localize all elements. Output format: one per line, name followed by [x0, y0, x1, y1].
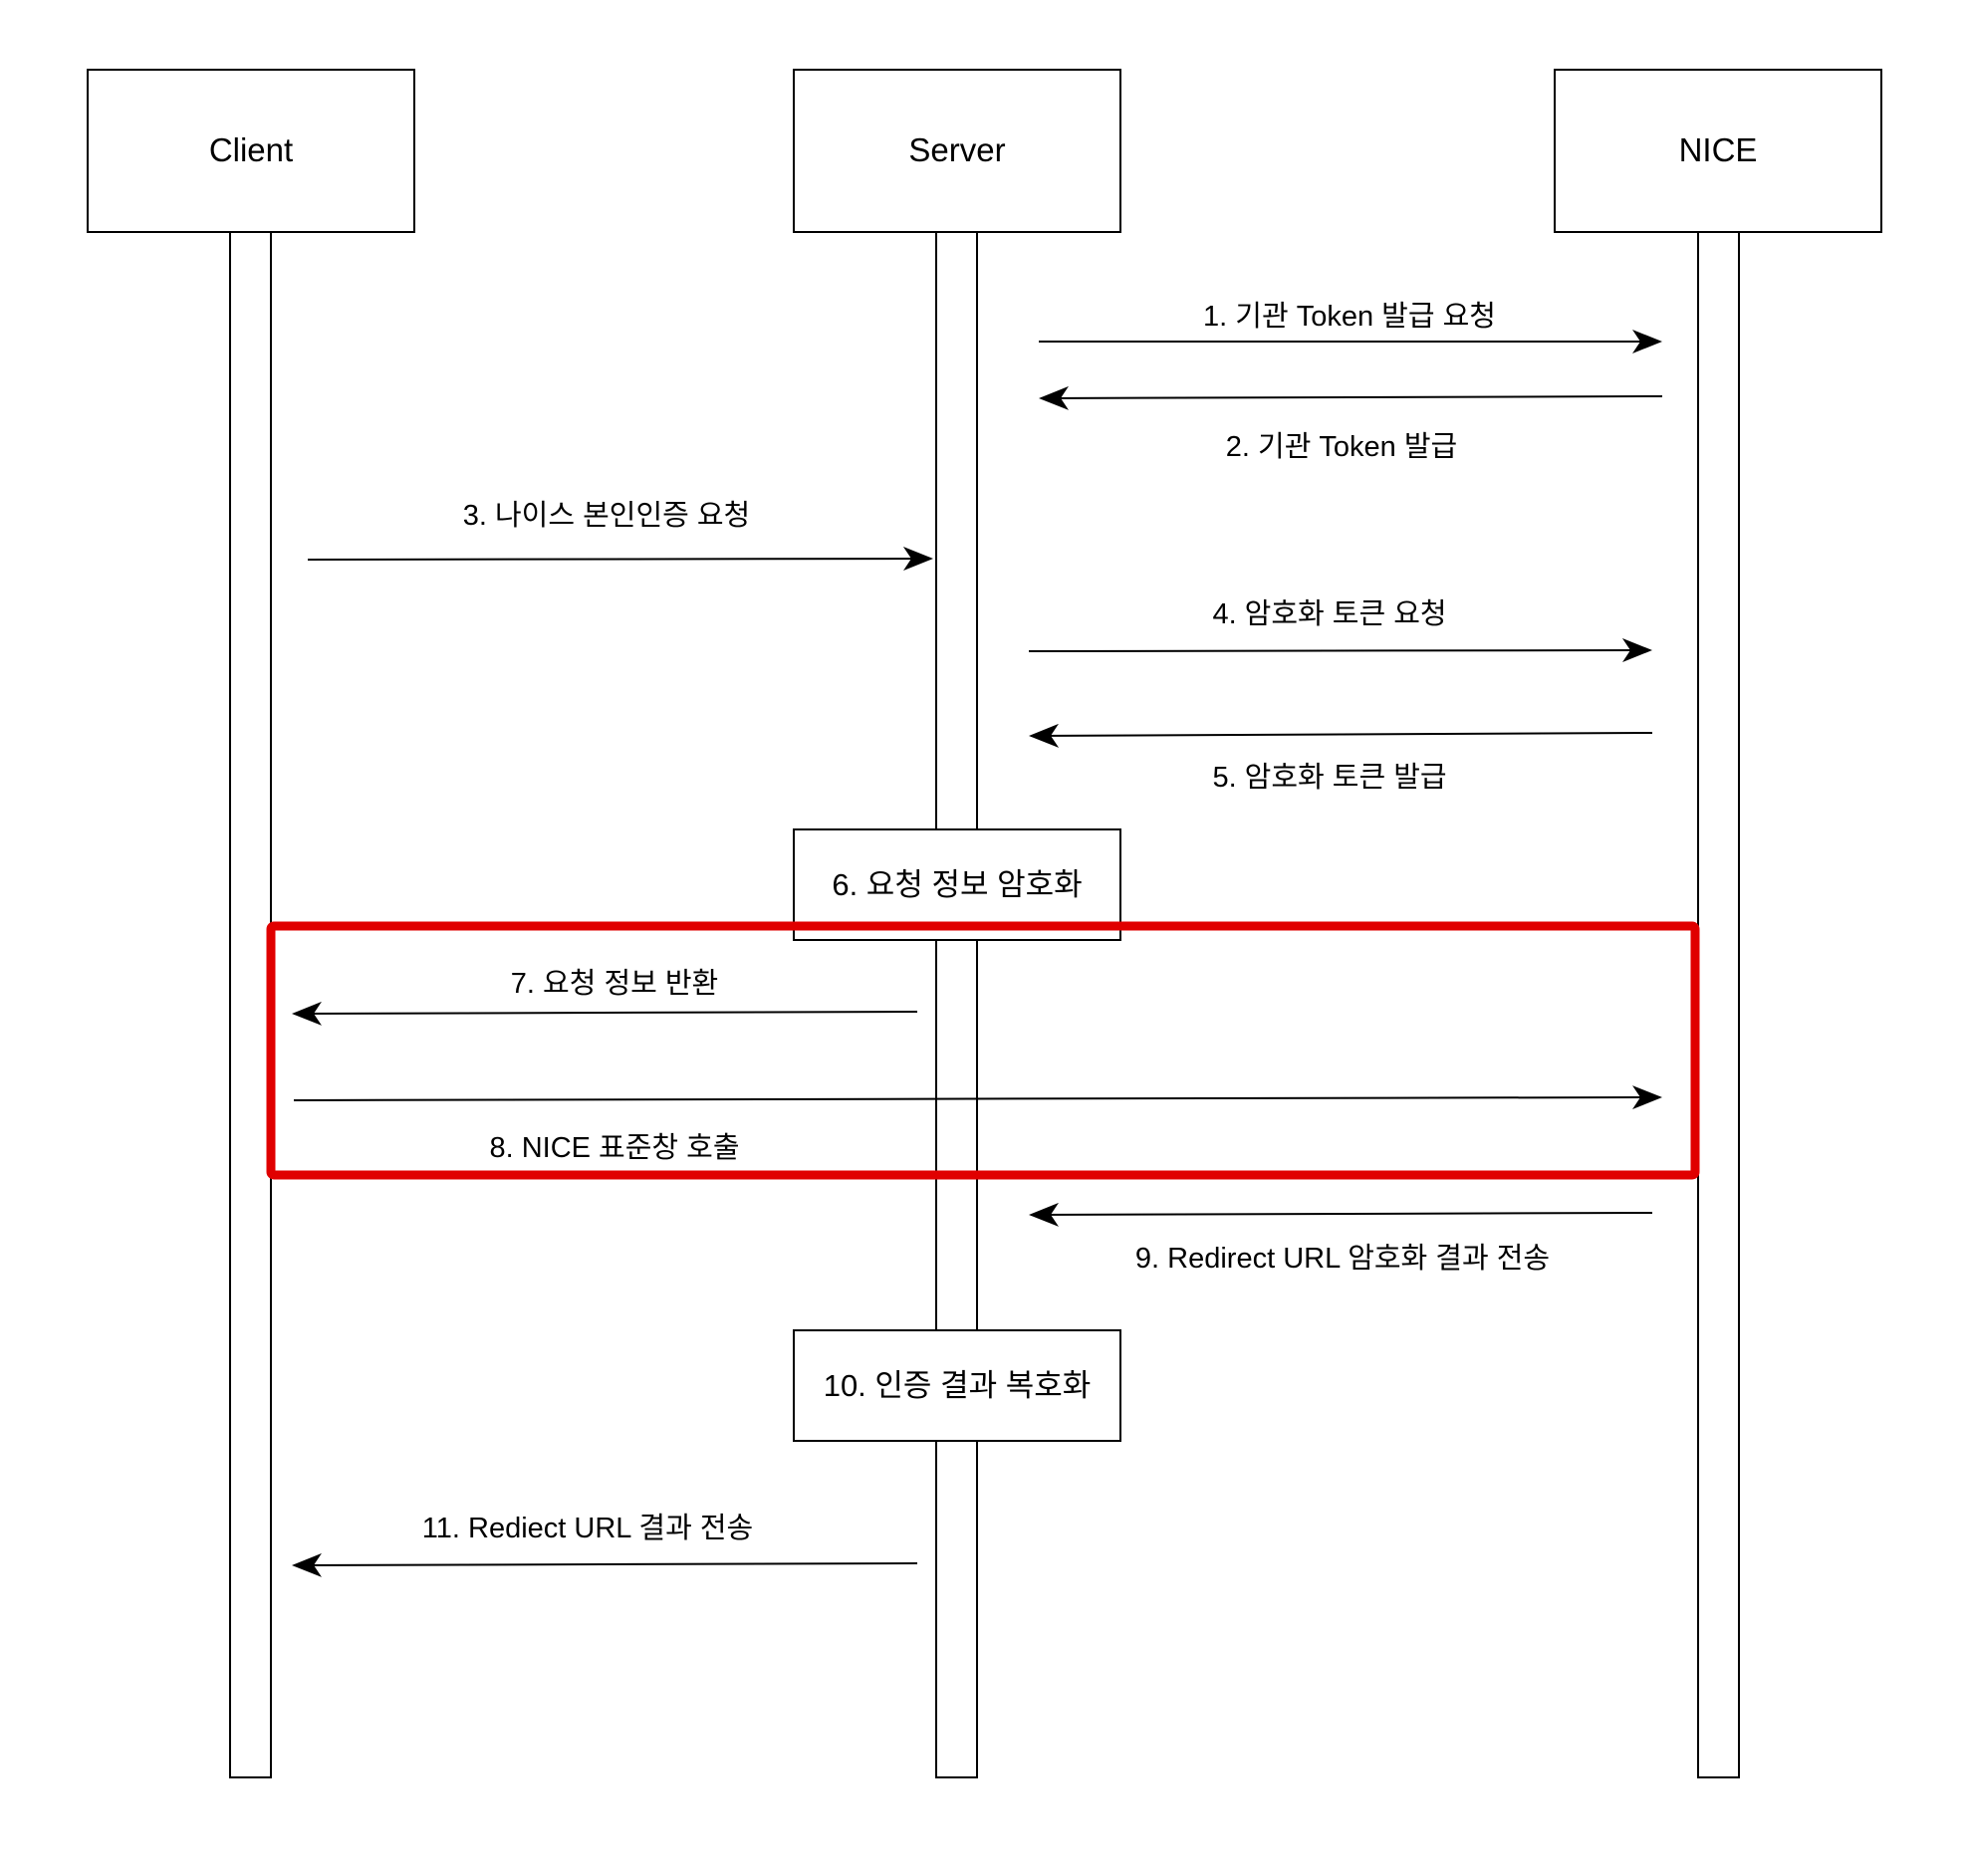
- message-3-label: 3. 나이스 본인인증 요청: [463, 500, 750, 532]
- lifeline-client: [229, 231, 272, 1778]
- lifeline-server: [935, 231, 978, 1778]
- participant-client-label: Client: [209, 131, 293, 168]
- participant-nice: NICE: [1554, 69, 1882, 233]
- message-1-label: 1. 기관 Token 발급 요청: [1203, 301, 1496, 333]
- lifeline-nice: [1697, 231, 1740, 1778]
- participant-server: Server: [793, 69, 1121, 233]
- message-7-arrow: [292, 1001, 918, 1026]
- message-3-arrow: [307, 547, 933, 572]
- message-2-label: 2. 기관 Token 발급: [1226, 431, 1457, 463]
- participant-nice-label: NICE: [1679, 131, 1758, 168]
- message-8-label: 8. NICE 표준창 호출: [489, 1131, 739, 1164]
- participant-server-label: Server: [908, 131, 1005, 168]
- highlight-box: [266, 921, 1700, 1180]
- note-6-label: 6. 요청 정보 암호화: [832, 867, 1082, 902]
- note-10-label: 10. 인증 결과 복호화: [824, 1368, 1092, 1403]
- message-4-arrow: [1028, 638, 1652, 663]
- participant-client: Client: [87, 69, 415, 233]
- message-5-label: 5. 암호화 토큰 발급: [1212, 762, 1446, 794]
- message-11-arrow: [292, 1552, 918, 1577]
- message-5-arrow: [1029, 723, 1653, 748]
- message-8-arrow: [293, 1085, 1662, 1110]
- message-2-arrow: [1039, 385, 1663, 410]
- message-4-label: 4. 암호화 토큰 요청: [1212, 598, 1446, 630]
- message-11-label: 11. Rediect URL 결과 전송: [422, 1513, 753, 1544]
- note-10: 10. 인증 결과 복호화: [793, 1329, 1121, 1442]
- message-9-arrow: [1029, 1202, 1653, 1227]
- message-9-label: 9. Redirect URL 암호화 결과 전송: [1135, 1243, 1550, 1275]
- message-7-label: 7. 요청 정보 반환: [511, 968, 718, 1000]
